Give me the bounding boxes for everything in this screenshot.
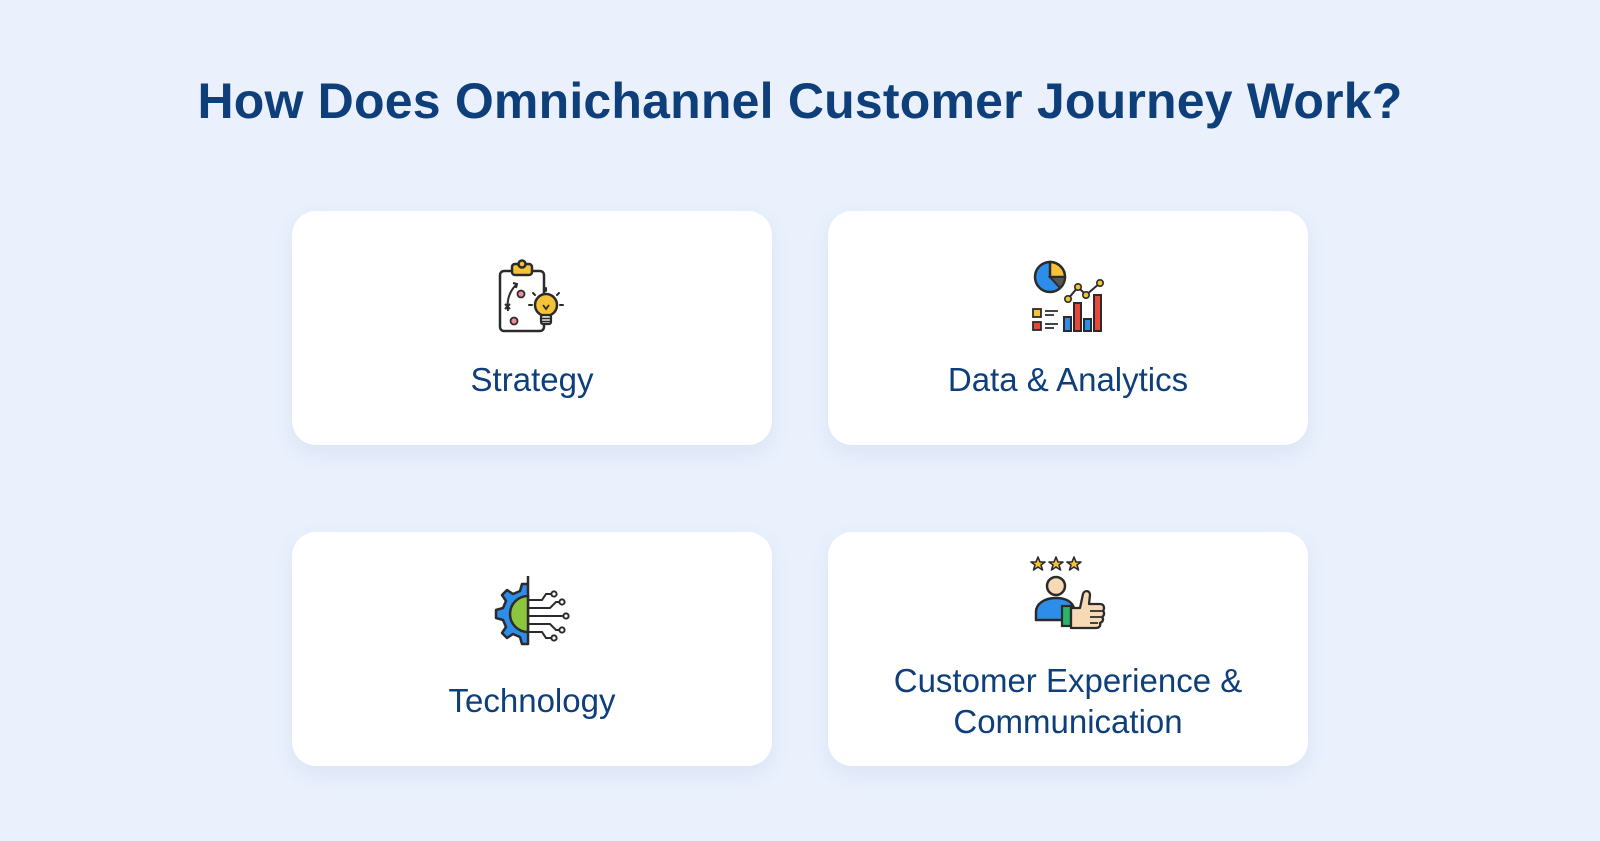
card-customer-experience: Customer Experience & Communication [828, 532, 1308, 766]
strategy-clipboard-lightbulb-icon [498, 259, 564, 333]
data-analytics-chart-icon [1032, 260, 1105, 332]
page-title: How Does Omnichannel Customer Journey Wo… [197, 73, 1403, 129]
technology-gear-circuit-icon [494, 576, 570, 646]
card-strategy: Strategy [292, 211, 772, 445]
card-label: Strategy [470, 361, 594, 398]
card-label: Customer Experience & Communication [893, 662, 1243, 740]
card-technology: Technology [292, 532, 772, 766]
customer-rating-thumbs-up-icon [1030, 556, 1106, 630]
card-data-analytics: Data & Analytics [828, 211, 1308, 445]
card-label: Technology [448, 682, 616, 719]
card-label: Data & Analytics [947, 361, 1189, 398]
